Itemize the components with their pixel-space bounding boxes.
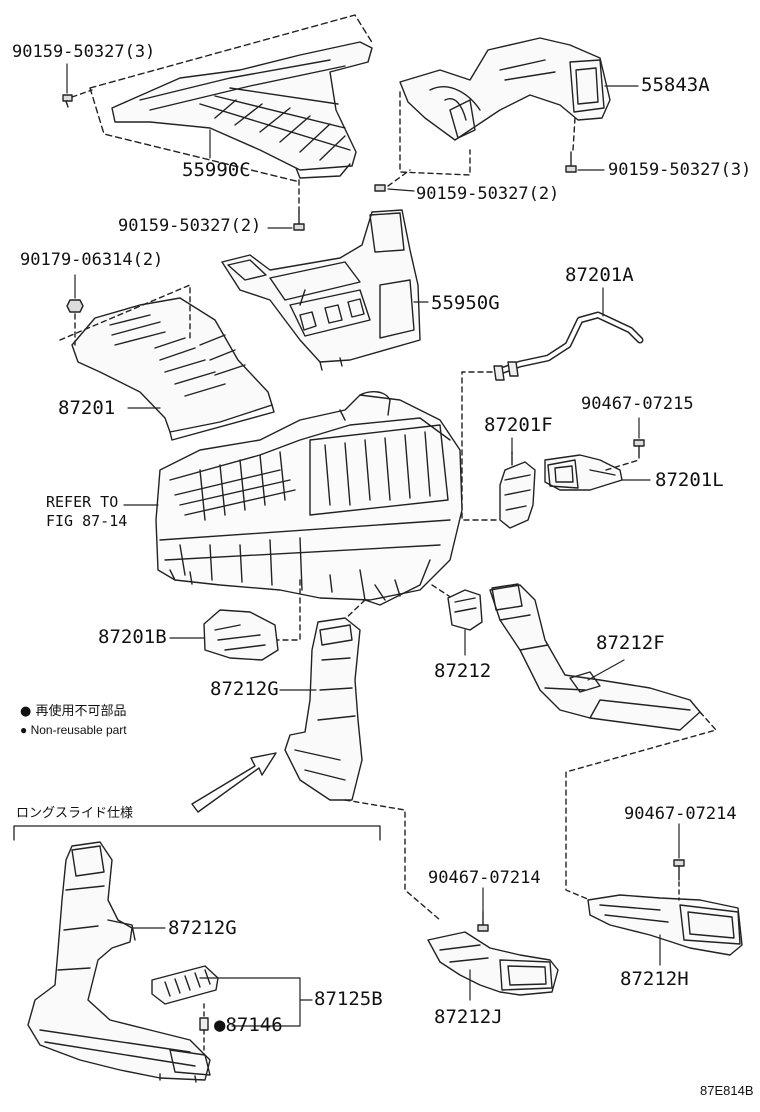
long-slide-bracket: [13, 825, 381, 841]
label-refer-to: REFER TO: [46, 493, 119, 511]
label-87212g: 87212G: [210, 678, 279, 700]
duct-55990c-drawing: [111, 41, 373, 179]
nut-icon: [66, 299, 84, 313]
label-87201: 87201: [58, 397, 116, 419]
label-90159-50327-mid: 90159-50327(2): [118, 216, 262, 236]
cover-87201-drawing: [71, 297, 275, 441]
label-90467-07214-center: 90467-07214: [428, 868, 541, 888]
duct-87212g-lower-drawing: [27, 841, 211, 1083]
hvac-unit-drawing: [155, 391, 463, 606]
bolt-icon: [477, 911, 489, 932]
bolt-icon: [62, 94, 73, 108]
clip-icon: [199, 1017, 209, 1031]
figure-code: 87E814B: [700, 1083, 754, 1098]
label-87201l: 87201L: [655, 469, 724, 491]
leader-55990c-box: [89, 14, 374, 183]
direction-arrow-icon: [191, 752, 277, 813]
label-55990c: 55990C: [182, 159, 251, 181]
label-87212j: 87212J: [434, 1006, 503, 1028]
duct-87212g-drawing: [284, 617, 363, 801]
label-long-slide-spec: ロングスライド仕様: [16, 806, 134, 821]
duct-55843a-drawing: [399, 37, 611, 141]
label-87146: ●87146: [214, 1014, 283, 1036]
duct-87212h-drawing: [587, 894, 743, 956]
label-87125b: 87125B: [314, 988, 383, 1010]
part-87201l-drawing: [544, 454, 623, 491]
label-55950g: 55950G: [431, 292, 500, 314]
label-87201b: 87201B: [98, 626, 167, 648]
label-90159-50327-top: 90159-50327(3): [12, 42, 156, 62]
label-87201f: 87201F: [484, 414, 553, 436]
label-90467-07215: 90467-07215: [581, 394, 694, 414]
duct-87212f-drawing: [489, 583, 701, 731]
duct-55950g-drawing: [221, 209, 421, 371]
register-87125b-drawing: [151, 965, 219, 1005]
label-90159-50327-right: 90159-50327(3): [608, 160, 752, 180]
part-87201b-drawing: [203, 609, 279, 661]
legend-non-reusable-en: ● Non-reusable part: [20, 723, 127, 737]
bolt-icon: [633, 439, 645, 459]
label-87212h: 87212H: [620, 968, 689, 990]
part-87212-drawing: [447, 589, 483, 631]
bolt-icon: [374, 184, 386, 192]
label-87212g-lower: 87212G: [168, 917, 237, 939]
label-55843a: 55843A: [641, 74, 710, 96]
label-90467-07214-right: 90467-07214: [624, 804, 737, 824]
label-90179-06314: 90179-06314(2): [20, 250, 164, 270]
part-87201f-drawing: [499, 451, 536, 529]
bolt-icon: [293, 211, 305, 231]
label-90159-50327-center: 90159-50327(2): [416, 184, 560, 204]
bolt-icon: [565, 151, 577, 173]
label-87212: 87212: [434, 660, 492, 682]
label-87212f: 87212F: [596, 632, 665, 654]
legend-non-reusable-jp: ● 再使用不可部品: [20, 704, 127, 719]
hose-87201a-drawing: [493, 311, 644, 381]
duct-87212j-drawing: [427, 931, 559, 996]
label-fig-87-14: FIG 87-14: [46, 512, 128, 530]
bolt-icon: [673, 859, 685, 881]
label-87201a: 87201A: [565, 264, 634, 286]
